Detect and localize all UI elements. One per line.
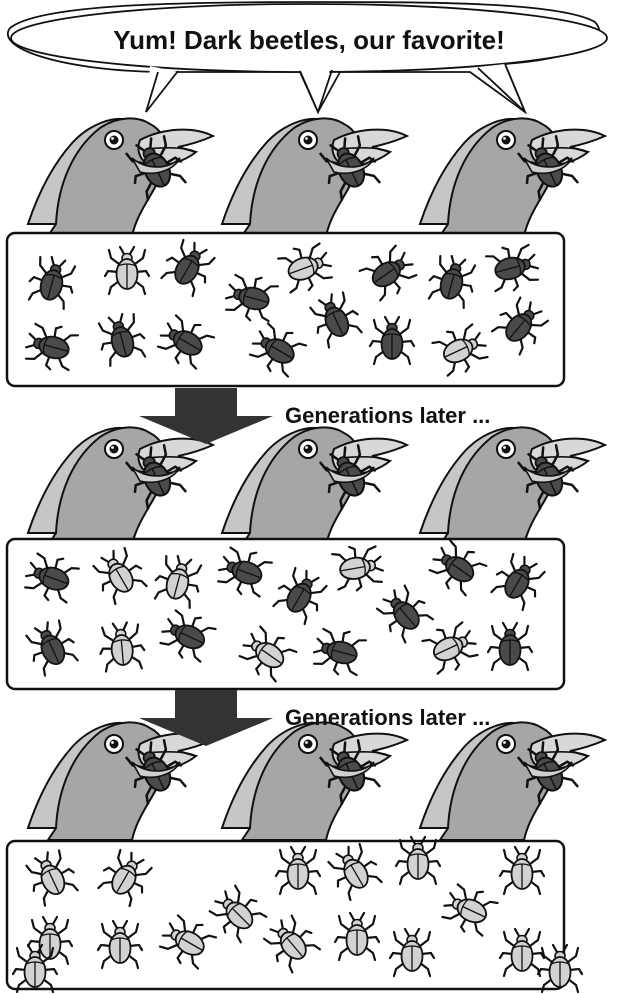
transition-label-1: Generations later ...: [285, 403, 490, 428]
population-box-final-population: [7, 837, 582, 992]
transition-label-2: Generations later ...: [285, 705, 490, 730]
bird-group-1-left: [28, 118, 213, 236]
down-arrow-icon: [139, 388, 273, 444]
bird-group-1-right: [420, 118, 605, 236]
bird-group-2-right: [420, 427, 605, 545]
bird-group-3-middle: [222, 722, 407, 840]
bird-group-1-middle: [222, 118, 407, 236]
bird-group-3-right: [420, 722, 605, 840]
bird-group-2-middle: [222, 427, 407, 545]
speech-bubble: Yum! Dark beetles, our favorite!: [8, 2, 607, 112]
bird-group-2-left: [28, 427, 213, 545]
population-box-initial-population: [7, 233, 564, 386]
population-box-intermediate-population: [7, 536, 564, 689]
bird-group-3-left: [28, 722, 213, 840]
speech-bubble-text: Yum! Dark beetles, our favorite!: [113, 25, 505, 55]
